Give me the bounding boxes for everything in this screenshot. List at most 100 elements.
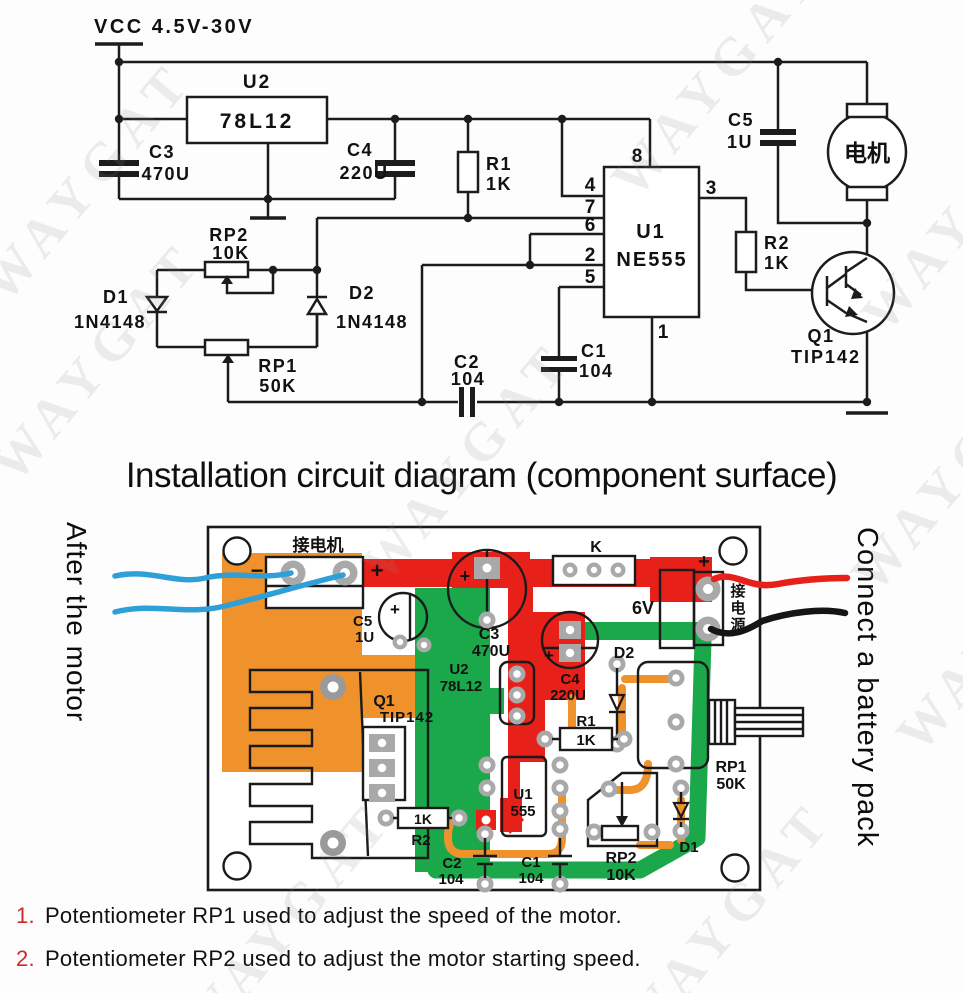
mounting-holes [222,536,750,883]
c3-ref: C3 [479,626,500,643]
minus-mark: − [251,558,264,583]
pcb-u1: U1 555 [476,755,569,843]
d1-value: 1N4148 [74,312,146,332]
red-copper [350,552,712,834]
pcb-r1: R1 1K [536,713,633,752]
battery-voltage: 6V [632,598,654,618]
power-terminal-char2: 电 [730,599,745,617]
pcb-r2: 1K R2 [377,806,468,849]
pcb-rp2: RP2 10K [585,771,661,884]
rp1-ref: RP1 [258,356,298,376]
c2-value: 104 [451,369,486,389]
c1-value: 104 [518,870,544,887]
switch-k: K [551,539,637,587]
note-1: 1. Potentiometer RP1 used to adjust the s… [16,903,641,929]
power-terminal-char1: 接 [730,582,745,600]
u2-value: 78L12 [220,110,295,133]
c1-ref: C1 [521,854,540,871]
c4-ref: C4 [347,140,373,160]
heatsink-outline [248,668,430,860]
rp1-value: 50K [259,376,297,396]
d2-diode: D2 1N4148 [305,283,408,332]
vcc-label: VCC 4.5V-30V [94,16,254,38]
rp2-potentiometer: RP2 10K [203,225,250,284]
r1-resistor: R1 1K [456,150,512,194]
c2-capacitor: C2 104 [451,352,486,417]
c2-ref: C2 [442,855,461,872]
note-1-text: Potentiometer RP1 used to adjust the spe… [44,903,622,928]
c2-ref: C2 [454,352,480,372]
note-2-text: Potentiometer RP2 used to adjust the mot… [44,946,641,971]
battery-wire-red [710,573,851,589]
c5-value: 1U [727,132,753,152]
rp1-ref: RP1 [715,759,746,776]
pcb-c5: + C5 1U [353,591,432,653]
u1-value: 555 [510,803,535,820]
note-1-number: 1. [16,903,35,928]
pcb-q1: Q1 TIP142 [361,693,434,802]
left-caption: After the motor [61,522,92,723]
pin-7: 7 [585,197,596,218]
d1-ref: D1 [679,839,698,856]
r1-ref: R1 [486,154,512,174]
pin-2: 2 [585,245,596,266]
c2-value: 104 [438,871,464,888]
c1-capacitor: C1 104 [541,341,612,381]
pcb-d1: D1 [672,779,699,856]
note-2: 2.Potentiometer RP2 used to adjust the m… [16,946,641,972]
pin-1: 1 [658,322,669,343]
pcb-c1: C1 104 [518,838,572,893]
pin-5: 5 [585,267,596,288]
u1-ref: U1 [636,221,666,243]
r2-ref: R2 [764,233,790,253]
q1-ref: Q1 [807,326,834,346]
c3-ref: C3 [149,142,175,162]
u1-ref: U1 [513,786,532,803]
r1-ref: R1 [576,713,595,730]
junction-dots [114,57,872,407]
pin-6: 6 [585,215,596,236]
r1-value: 1K [486,174,512,194]
r2-value: 1K [764,253,790,273]
d2-value: 1N4148 [336,312,408,332]
c3-value: 470U [141,164,190,184]
c4-value: 220U [550,687,586,704]
rp2-value: 10K [212,243,250,263]
c4-capacitor: C4 220U [339,140,415,183]
c3-value: 470U [472,643,510,660]
pin-3: 3 [706,178,717,199]
q1-value: TIP142 [380,709,434,726]
pcb-rp1: RP1 50K [636,660,805,793]
rp1-value: 50K [716,776,746,793]
pcb-c2: C2 104 [438,838,497,893]
r2-box: 1K [414,811,432,827]
c4-plus: + [544,646,554,665]
c1-ref: C1 [581,341,607,361]
q1-transistor: Q1 TIP142 [791,250,896,367]
c3-capacitor: C3 470U [99,142,190,184]
c4-value: 220U [339,163,388,183]
pcb-c3: + C3 470U [446,548,528,660]
pcb-u2: U2 78L12 [440,660,536,726]
rp2-value: 10K [606,867,636,884]
r1-box: 1K [576,732,595,749]
d2-ref: D2 [349,283,375,303]
right-caption: Connect a battery pack [851,527,883,848]
u2-ref: U2 [243,72,271,93]
q1-ref: Q1 [373,693,394,710]
u1-ne555-timer: U1 NE555 8 4 7 6 2 5 3 1 [585,146,717,343]
c5-capacitor: C5 1U [727,110,796,152]
d1-ref: D1 [103,287,129,307]
c5-plus: + [390,600,400,619]
pin-8: 8 [632,146,643,167]
u2-value: 78L12 [440,678,483,695]
u2-regulator: U2 78L12 [185,72,329,145]
r2-ref: R2 [411,832,430,849]
d1-diode: D1 1N4148 [74,287,170,332]
d2-ref: D2 [614,645,635,662]
c5-value: 1U [355,629,374,646]
motor-label: 电机 [844,140,890,166]
motor-terminal-label: 接电机 [293,535,344,555]
c5-ref: C5 [353,613,372,630]
